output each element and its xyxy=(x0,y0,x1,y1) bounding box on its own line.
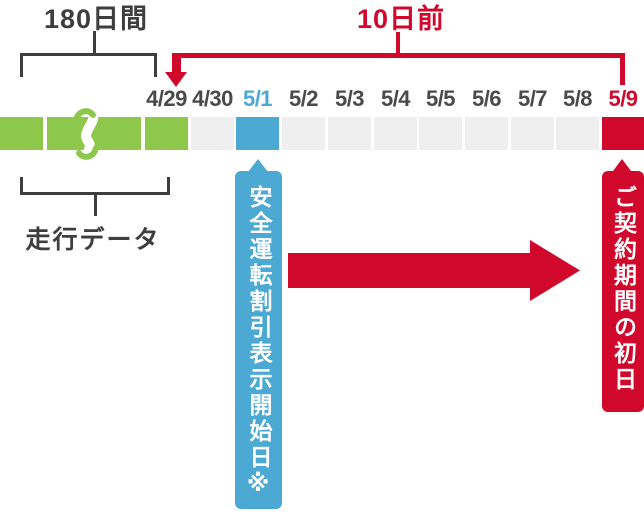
forward-arrow-shape xyxy=(288,240,580,301)
forward-arrow-icon xyxy=(288,240,580,301)
timeline-cell xyxy=(282,117,325,150)
period-break-icon xyxy=(47,107,141,161)
timeline-cell xyxy=(465,117,508,150)
timeline-cell xyxy=(419,117,462,150)
period-bracket-left-end xyxy=(20,53,23,77)
days-before-label: 10日前 xyxy=(356,4,446,34)
contract-start-banner-text: ご契約期間の初日 xyxy=(610,185,637,393)
period-bracket-stem xyxy=(93,31,96,53)
driving-data-label: 走行データ xyxy=(25,226,161,254)
banner-pointer-up-icon xyxy=(613,159,631,171)
timeline-cell xyxy=(236,117,279,150)
period-bracket-right-end xyxy=(154,53,157,77)
timeline-cell xyxy=(556,117,599,150)
date-label: 5/1 xyxy=(242,86,273,111)
driving-data-bracket-right-end xyxy=(167,177,170,195)
driving-data-bracket-stem xyxy=(94,195,97,216)
timeline-cell xyxy=(0,117,43,150)
down-arrow-shaft xyxy=(172,56,181,73)
timeline-cell xyxy=(374,117,417,150)
contract-start-banner: ご契約期間の初日 xyxy=(602,159,644,412)
timeline-cell xyxy=(602,117,644,150)
safe-driving-banner: 安全運転割引表示開始日※ xyxy=(235,159,282,509)
date-label: 4/29 xyxy=(146,86,187,111)
days-before-bracket-right-end xyxy=(620,53,625,85)
date-label: 5/5 xyxy=(425,86,456,111)
timeline-cell xyxy=(145,117,188,150)
period-label: 180日間 xyxy=(43,4,149,34)
timeline-cell xyxy=(47,107,141,162)
banner-pointer-up-icon xyxy=(248,159,268,172)
timeline-cell xyxy=(511,117,554,150)
timeline-cell xyxy=(191,117,234,150)
date-label: 5/9 xyxy=(608,86,638,111)
date-label: 5/2 xyxy=(288,86,319,111)
date-label: 5/3 xyxy=(334,86,365,111)
safe-driving-banner-text: 安全運転割引表示開始日※ xyxy=(246,185,272,500)
days-before-bracket-bar xyxy=(172,53,625,58)
date-label: 5/7 xyxy=(517,86,548,111)
driving-data-bracket-bar xyxy=(20,192,170,195)
date-label: 5/8 xyxy=(562,86,593,111)
down-arrow-icon xyxy=(165,72,187,87)
date-label: 5/4 xyxy=(380,86,411,111)
driving-data-bracket-left-end xyxy=(20,177,23,195)
timeline-cell xyxy=(328,117,371,150)
date-label: 5/6 xyxy=(471,86,502,111)
days-before-bracket-stem xyxy=(396,32,400,53)
period-bracket-bar xyxy=(20,53,157,56)
date-label: 4/30 xyxy=(192,86,233,111)
